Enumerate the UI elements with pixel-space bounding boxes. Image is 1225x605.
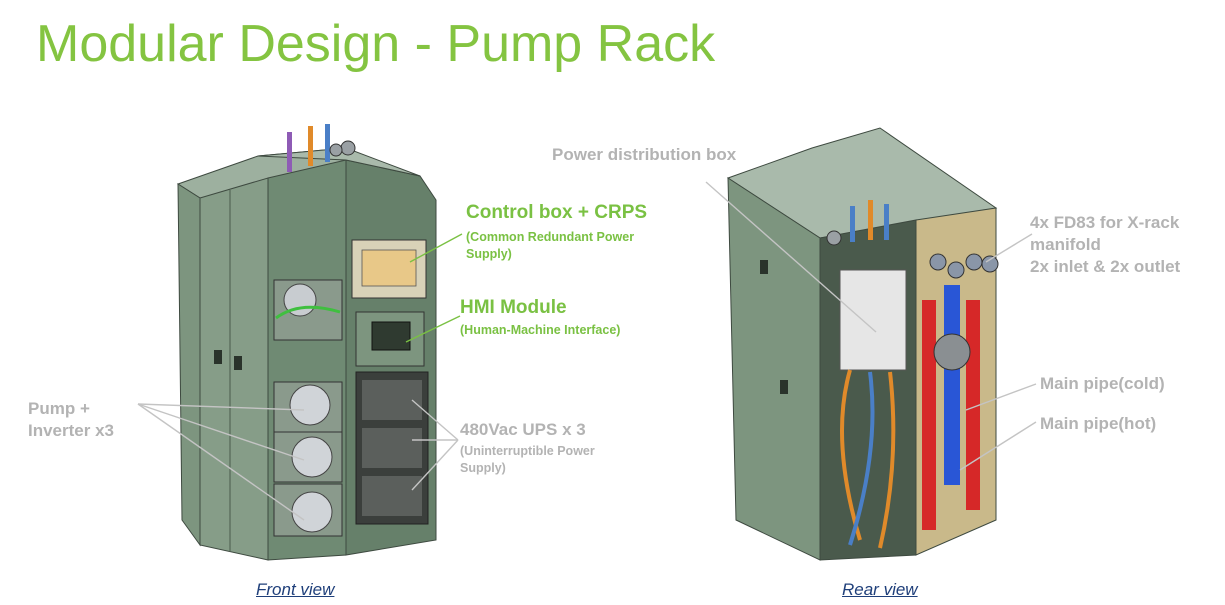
front-cabinet [176, 124, 437, 561]
label-control-box: Control box + CRPS [466, 202, 648, 223]
label-fd83: 4x FD83 for X-rack manifold 2x inlet & 2… [1030, 213, 1181, 276]
caption-front-view: Front view [256, 580, 335, 599]
caption-rear-view: Rear view [842, 580, 918, 599]
label-power-distribution-box: Power distribution box [552, 145, 737, 164]
label-hmi-sub: (Human-Machine Interface) [460, 323, 621, 337]
label-ups-sub: (Uninterruptible Power Supply) [460, 444, 595, 475]
label-main-pipe-cold: Main pipe(cold) [1040, 374, 1165, 393]
leader-lines [137, 181, 1037, 521]
label-pump: Pump + Inverter x3 [28, 399, 114, 440]
label-control-box-sub: (Common Redundant Power Supply) [466, 230, 635, 261]
label-hmi: HMI Module [460, 297, 567, 318]
label-main-pipe-hot: Main pipe(hot) [1040, 414, 1157, 433]
label-ups: 480Vac UPS x 3 [460, 420, 586, 439]
rear-cabinet [726, 127, 999, 561]
page-title: Modular Design - Pump Rack [36, 15, 716, 73]
